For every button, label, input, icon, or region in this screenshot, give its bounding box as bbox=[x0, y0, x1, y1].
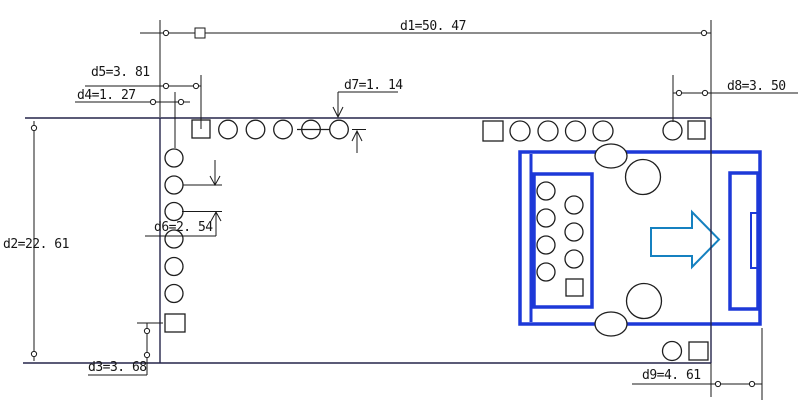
right-arrow-icon bbox=[650, 209, 721, 270]
arrowhead bbox=[675, 89, 683, 97]
dimension-label-d5: d5=3. 81 bbox=[91, 65, 150, 80]
dimension-label-d8: d8=3. 50 bbox=[727, 79, 786, 94]
arrowhead-v bbox=[332, 106, 344, 119]
board-pads bbox=[164, 119, 709, 362]
mount-hole-large bbox=[624, 158, 662, 196]
mount-hole bbox=[594, 143, 628, 169]
pin-hole bbox=[536, 235, 556, 255]
arrowhead bbox=[748, 380, 756, 388]
dimension-label-d6: d6=2. 54 bbox=[154, 220, 213, 235]
pin-hole bbox=[564, 249, 584, 269]
arrowhead bbox=[701, 89, 709, 97]
pad-square bbox=[687, 120, 706, 140]
board-outline bbox=[23, 117, 712, 364]
arrowhead bbox=[162, 29, 170, 37]
right-arrow-shape bbox=[650, 209, 721, 270]
pad-hole bbox=[329, 119, 349, 140]
mount-hole-large bbox=[625, 282, 663, 320]
connector-pin-block bbox=[532, 172, 594, 309]
arrowhead-v bbox=[351, 129, 363, 142]
pad-hole bbox=[592, 120, 614, 142]
pin-hole bbox=[536, 262, 556, 282]
arrowhead bbox=[30, 124, 38, 132]
arrowhead-v bbox=[210, 210, 222, 222]
pad-hole bbox=[509, 120, 531, 142]
pad-hole bbox=[164, 148, 184, 168]
grip-marker bbox=[194, 27, 206, 39]
pad-hole bbox=[245, 119, 266, 140]
pad-hole bbox=[662, 120, 683, 141]
connector-body bbox=[518, 150, 762, 326]
pad-hole bbox=[564, 120, 587, 142]
pad-hole bbox=[164, 201, 184, 222]
dimension-label-d9: d9=4. 61 bbox=[642, 368, 701, 383]
connector-holes bbox=[536, 143, 663, 337]
arrowhead bbox=[714, 380, 722, 388]
arrowhead bbox=[700, 29, 708, 37]
dimension-label-d3: d3=3. 68 bbox=[88, 360, 147, 375]
pin-hole bbox=[564, 195, 584, 215]
arrowhead bbox=[162, 82, 170, 90]
dimension-label-d1: d1=50. 47 bbox=[400, 19, 466, 34]
connector-right-tab bbox=[728, 171, 760, 311]
arrowhead bbox=[30, 350, 38, 358]
arrowhead bbox=[177, 98, 185, 106]
pad-square bbox=[482, 120, 504, 142]
pad-hole bbox=[218, 119, 238, 140]
dimension-lines bbox=[30, 20, 798, 400]
arrowhead-v bbox=[209, 175, 221, 187]
arrowhead bbox=[149, 98, 157, 106]
arrowhead bbox=[143, 327, 151, 335]
pad-hole bbox=[164, 283, 184, 304]
dimension-label-d2: d2=22. 61 bbox=[3, 237, 69, 252]
pad-square bbox=[164, 313, 186, 333]
pin-hole bbox=[564, 222, 584, 242]
dimension-labels: d1=50. 47 d2=22. 61 d3=3. 68 d4=1. 27 d5… bbox=[3, 19, 786, 383]
dimension-label-d4: d4=1. 27 bbox=[77, 88, 136, 103]
arrowhead bbox=[192, 82, 200, 90]
arrowhead bbox=[143, 351, 151, 359]
connector-outline bbox=[518, 150, 762, 326]
pad-hole bbox=[164, 256, 184, 277]
pad-square bbox=[688, 341, 709, 361]
pin-hole bbox=[536, 181, 556, 201]
pin-pad-square bbox=[565, 278, 584, 297]
pad-hole bbox=[273, 119, 293, 140]
pad-hole bbox=[164, 229, 184, 249]
pin-hole bbox=[536, 208, 556, 228]
mount-hole bbox=[594, 311, 628, 337]
pad-hole bbox=[661, 340, 683, 362]
pad-hole bbox=[164, 175, 184, 195]
connector-slot bbox=[750, 212, 759, 269]
pad-hole bbox=[537, 120, 559, 142]
dimension-label-d7: d7=1. 14 bbox=[344, 78, 403, 93]
